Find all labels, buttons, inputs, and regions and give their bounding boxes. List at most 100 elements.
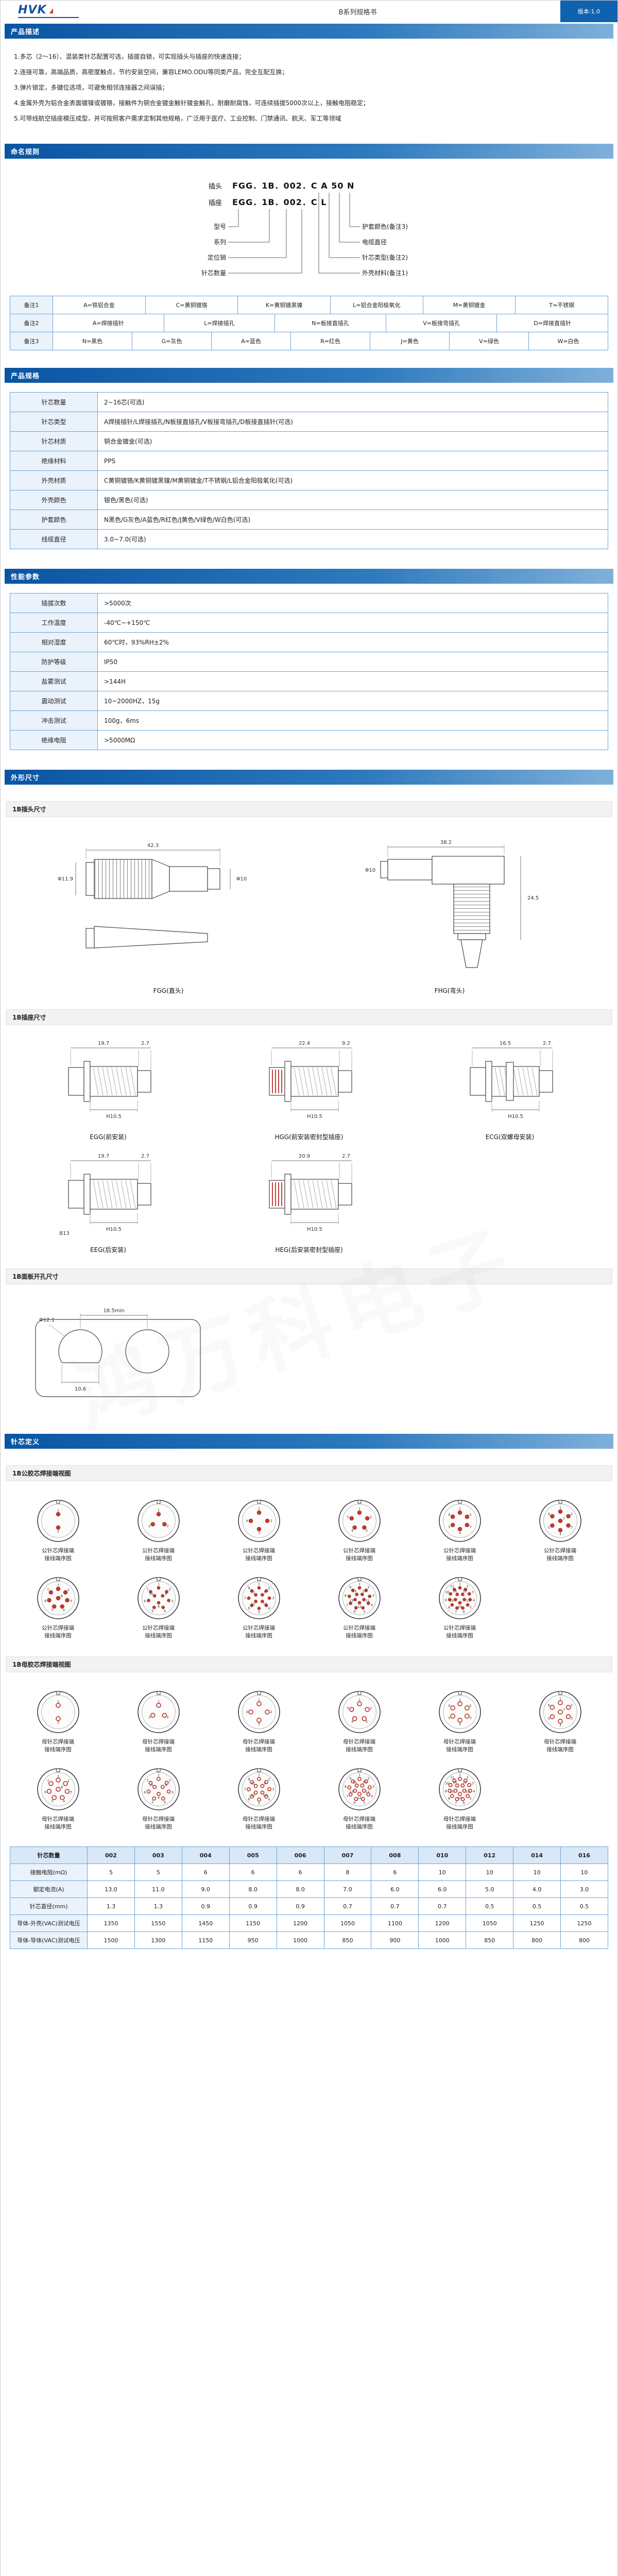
svg-text:1: 1 [358,1507,360,1511]
svg-text:4: 4 [246,1519,248,1523]
svg-text:3: 3 [148,1524,150,1528]
svg-text:2.7: 2.7 [543,1041,551,1046]
pin-table-cell: 额定电流(A) [10,1880,88,1898]
pin-table-cell: 1.3 [134,1897,182,1915]
svg-text:2: 2 [466,1585,468,1588]
pin-caption: 母针芯焊接端 [544,1739,576,1745]
svg-text:5: 5 [469,1797,471,1801]
naming-diagram-svg: 插头 FGG．1B．002．C A 50 N 插座 EGG．1B．002．C L… [201,181,408,277]
svg-text:4: 4 [370,1795,372,1799]
svg-text:11: 11 [251,1794,255,1798]
pin-caption: 接线端序图 [446,1633,473,1639]
spec-key: 护套颜色 [10,510,98,530]
svg-text:5: 5 [347,1707,349,1710]
pin-caption: 接线端序图 [446,1747,473,1753]
svg-text:5: 5 [151,1609,153,1613]
svg-text:4: 4 [370,1604,372,1607]
pin-caption: 母针芯焊接端 [343,1739,375,1745]
svg-text:6: 6 [547,1704,550,1707]
plug-code: FGG．1B．002．C A 50 N [232,181,354,191]
panel-drawing-row: 18.5min Φ12.1 10.6 [1,1287,617,1418]
product-spec-row: 外壳颜色银色/黑色(可选) [10,490,608,510]
pin-table-cell: 6 [276,1863,324,1881]
pin-table-cell: 1050 [466,1914,514,1932]
svg-text:5: 5 [51,1608,53,1612]
spec-value: N黑色/G灰色/A蓝色/R红色/J黄色/V绿色/W白色(可选) [97,510,608,530]
note-cell: J=黄色 [370,332,450,350]
svg-text:6: 6 [353,1801,355,1805]
note-cell: M=黄铜镀金 [422,296,516,314]
pin-caption: 接线端序图 [446,1555,473,1562]
svg-text:8: 8 [248,1587,250,1590]
svg-text:6: 6 [547,1513,550,1516]
pin-table-header-cell: 002 [87,1846,135,1864]
svg-text:3: 3 [70,1791,72,1794]
svg-text:2: 2 [370,1707,372,1710]
pin-table-cell: 0.9 [181,1897,230,1915]
socket-code: EGG．1B．002．C L [232,197,327,207]
svg-text:1: 1 [258,1507,260,1511]
pin-table-cell: 1250 [560,1914,608,1932]
pin-table-cell: 3.0 [560,1880,608,1898]
svg-text:4: 4 [163,1801,165,1804]
svg-text:14: 14 [352,1590,356,1594]
svg-text:7: 7 [47,1588,49,1592]
svg-text:12: 12 [462,1590,467,1594]
product-spec-row: 针芯材质铜合金镀金(可选) [10,431,608,451]
pin-table-cell: 0.5 [513,1897,561,1915]
svg-text:1: 1 [57,1584,59,1587]
plug-drawings: 42.3 Φ11.9 Φ10 FGG(直头) [1,820,617,998]
dim-label: Φ11.9 [58,876,73,882]
svg-text:7: 7 [47,1780,49,1783]
svg-text:3: 3 [272,1597,274,1600]
logo-text: HVK [18,3,47,16]
pin-table-cell: 0.9 [276,1897,324,1915]
svg-text:9: 9 [444,1790,447,1793]
pin-caption: 接线端序图 [245,1747,272,1753]
pin-caption: 公针芯焊接端 [343,1548,375,1554]
pin-table-cell: 导体-外壳(VAC)测试电压 [10,1914,88,1932]
logo-row: HVK [18,3,155,16]
pin-table-cell: 1350 [87,1914,135,1932]
svg-text:9.2: 9.2 [342,1041,350,1046]
pin-caption: 接线端序图 [245,1824,272,1830]
svg-text:4: 4 [473,1790,475,1793]
svg-text:1: 1 [258,1583,260,1586]
dim-label: 42.3 [147,843,159,849]
pin-table-cell: 13.0 [87,1880,135,1898]
pin-table-cell: 0.5 [560,1897,608,1915]
drawing-caption: FGG(直头) [153,987,184,994]
pin-table-cell: 900 [371,1931,419,1949]
svg-text:3: 3 [148,1716,150,1719]
svg-text:1: 1 [459,1507,461,1511]
dim-label: Φ12.1 [39,1317,55,1323]
svg-text:8: 8 [448,1606,450,1609]
pin-table-cell: 1100 [371,1914,419,1932]
note-cell: V=绿色 [449,332,529,350]
svg-text:10: 10 [263,1603,267,1606]
svg-text:7: 7 [455,1801,457,1805]
svg-text:8: 8 [61,1595,63,1598]
spec-value: PPS [97,451,608,471]
svg-text:1: 1 [358,1583,360,1586]
pin-table-header-cell: 012 [466,1846,514,1864]
spec-value: 铜合金镀金(可选) [97,431,608,451]
subheader-socket-dims: 1B插座尺寸 [6,1009,612,1025]
note-cell: L=铝合金阳极氧化 [330,296,423,314]
pin-caption: 接线端序图 [44,1555,72,1562]
spec-value: >5000MΩ [97,730,608,750]
pin-caption: 公针芯焊接端 [443,1625,476,1631]
pin-table-cell: 5.0 [466,1880,514,1898]
